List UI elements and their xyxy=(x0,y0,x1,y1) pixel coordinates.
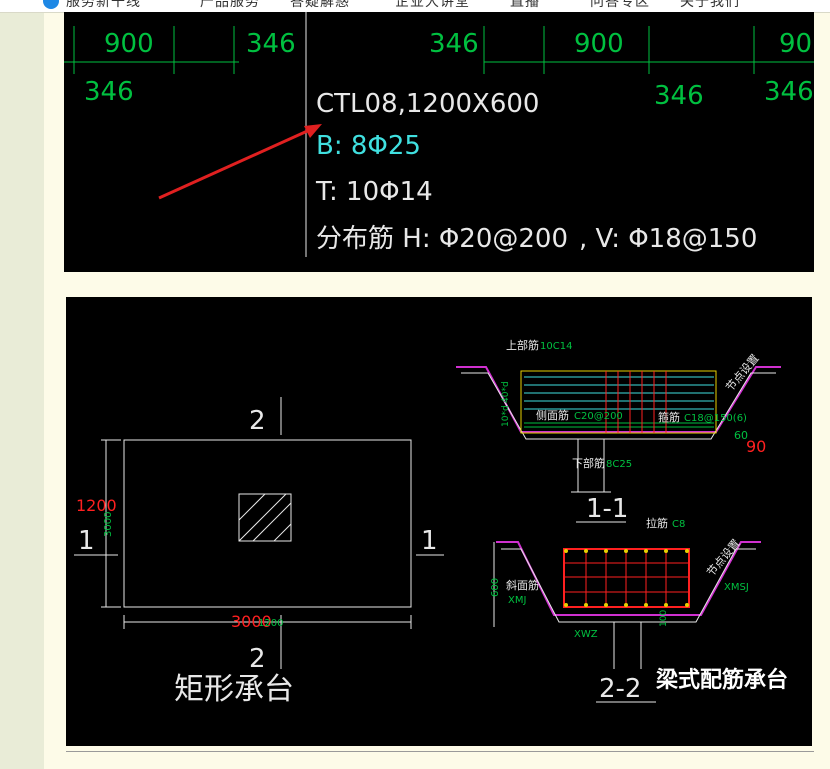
slope-bar-label: 斜面筋 xyxy=(506,578,539,592)
top-bar-spec: 10C14 xyxy=(540,341,572,352)
stirrup-spec: C18@150(6) xyxy=(684,413,747,424)
dim-10d: 10*d xyxy=(501,405,511,427)
section-mark-2-top: 2 xyxy=(249,406,266,436)
tie-bar-label: 拉筋 xyxy=(646,516,668,530)
stirrup-label: 箍筋 xyxy=(658,410,680,424)
dim-height-red: 1200 xyxy=(76,496,117,515)
label-distribution-h: 分布筋 H: Φ20@200 xyxy=(316,224,568,254)
top-bar-label: 上部筋 xyxy=(506,338,539,352)
section-1-1: 上部筋 10C14 侧面筋 C20@200 箍筋 C18@150(6) 下部筋 … xyxy=(456,338,781,524)
plan-view: 2 2 1 1 1200 3000 3000 1200 矩形承台 xyxy=(74,397,444,707)
bottom-bar-label: 下部筋 xyxy=(572,456,605,470)
bottom-bar-spec: 8C25 xyxy=(606,459,632,470)
pile-cap-column xyxy=(238,493,292,542)
side-bar-label: 侧面筋 xyxy=(536,408,569,422)
nav-item-products[interactable]: 产品服务 xyxy=(200,0,260,10)
nav-item-qa[interactable]: 答疑解惑 xyxy=(290,0,350,10)
content-divider xyxy=(66,751,814,752)
logo-icon[interactable] xyxy=(42,0,60,10)
label-ctl08: CTL08,1200X600 xyxy=(316,89,539,119)
nav-item-about[interactable]: 关于我们 xyxy=(680,0,740,10)
section-mark-1-left: 1 xyxy=(78,526,95,556)
label-distribution-v: , V: Φ18@150 xyxy=(579,224,757,254)
bottom-code: XWZ xyxy=(574,629,598,640)
nav-item-lecture[interactable]: 企业大讲堂 xyxy=(395,0,470,10)
slope-code-left: XMJ xyxy=(508,595,526,606)
section-mark-1-right: 1 xyxy=(421,526,438,556)
tie-bar-spec: C8 xyxy=(672,519,685,530)
dim-top-346-left: 346 xyxy=(246,29,296,59)
dim-bottom-346-left: 346 xyxy=(84,77,134,107)
dim-height-green: 3000 xyxy=(103,512,114,537)
dim-40d: 40*d xyxy=(501,381,511,403)
cad-top-drawing: 900 346 346 900 90 346 346 346 CTL08,120… xyxy=(64,12,814,257)
dim-60: 60 xyxy=(734,429,748,442)
dim-width-red: 3000 xyxy=(231,612,272,631)
slope-code-right: XMSJ xyxy=(724,582,749,593)
section-2-2-title: 2-2 xyxy=(599,674,641,704)
section-1-1-title: 1-1 xyxy=(586,494,628,524)
dim-top-346-mid: 346 xyxy=(429,29,479,59)
left-sidebar xyxy=(0,0,44,769)
dim-top-90-right: 90 xyxy=(779,29,812,59)
side-bar-spec: C20@200 xyxy=(574,411,623,422)
dim-bottom-346-right: 346 xyxy=(764,77,814,107)
dim-90: 90 xyxy=(746,437,766,456)
top-navigation-bar: 服务新干线 产品服务 答疑解惑 企业大讲堂 直播 问答专区 关于我们 xyxy=(0,0,830,13)
cad-bottom-drawing: 2 2 1 1 1200 3000 3000 1200 矩形承台 xyxy=(74,338,781,707)
section-mark-2-bottom: 2 xyxy=(249,644,266,674)
beam-cap-caption: 梁式配筋承台 xyxy=(656,668,789,693)
dim-width-green: 1200 xyxy=(258,618,283,629)
beam-caption-box: 梁式配筋承台 xyxy=(652,658,812,694)
nav-item-forum[interactable]: 问答专区 xyxy=(590,0,650,10)
cad-image-top: 900 346 346 900 90 346 346 346 CTL08,120… xyxy=(64,12,814,272)
red-arrow-icon xyxy=(158,124,322,200)
label-top-bar: T: 10Φ14 xyxy=(315,177,433,207)
dim-100: 100 xyxy=(659,610,669,627)
nav-item-live[interactable]: 直播 xyxy=(510,0,540,10)
dim-top-900-left: 900 xyxy=(104,29,154,59)
dim-bottom-346-mid: 346 xyxy=(654,81,704,111)
dim-600: 600 xyxy=(490,578,501,597)
plan-caption: 矩形承台 xyxy=(174,672,294,707)
dim-top-900-right: 900 xyxy=(574,29,624,59)
label-bottom-bar: B: 8Φ25 xyxy=(316,131,421,161)
nav-logo-text[interactable]: 服务新干线 xyxy=(66,0,141,10)
